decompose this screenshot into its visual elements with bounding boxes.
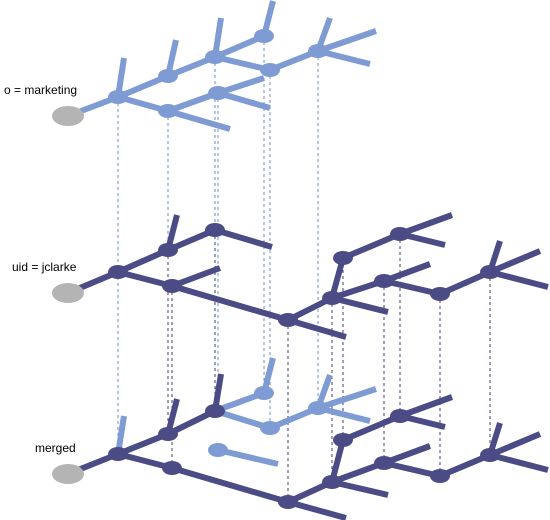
guides-dark bbox=[167, 230, 491, 502]
root-node-marketing bbox=[52, 106, 84, 126]
tree-marketing bbox=[66, 0, 377, 132]
tree-merged-light bbox=[115, 357, 377, 467]
nodes-marketing bbox=[108, 29, 328, 118]
root-node-jclarke bbox=[52, 283, 84, 303]
guides-light bbox=[117, 36, 319, 454]
nodes-merged-light bbox=[208, 386, 328, 457]
nodes-jclarke bbox=[108, 223, 500, 327]
tree-merged-dark bbox=[66, 373, 549, 520]
label-merged: merged bbox=[35, 441, 76, 455]
label-o-marketing: o = marketing bbox=[4, 83, 78, 97]
root-nodes bbox=[52, 106, 84, 484]
nodes-merged-dark bbox=[108, 404, 500, 509]
root-node-merged bbox=[52, 464, 84, 484]
label-uid-jclarke: uid = jclarke bbox=[12, 260, 77, 274]
tree-jclarke bbox=[66, 212, 549, 340]
